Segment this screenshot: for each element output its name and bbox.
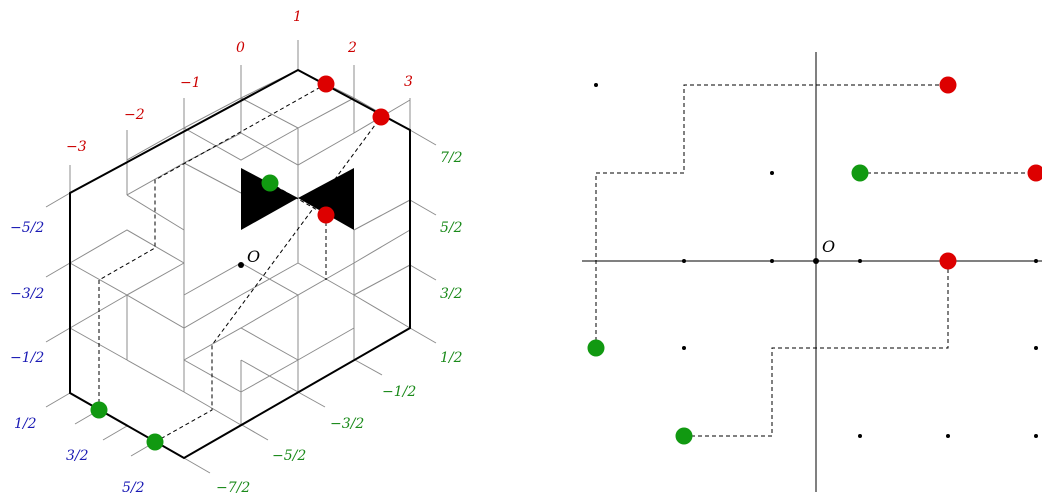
right-origin-label: O [822,237,835,256]
right-green-dots [588,165,869,445]
lattice-path-figure: O [582,52,1042,492]
origin-point [238,262,244,268]
green-label: 3/2 [440,286,463,302]
green-label: 1/2 [440,350,463,366]
green-label: −3/2 [330,416,364,432]
red-label: −1 [180,75,201,91]
red-label: 1 [293,9,302,25]
green-label: −7/2 [216,480,250,496]
blue-label: 5/2 [122,480,145,496]
green-axis-ticks [184,130,436,473]
blue-label: −1/2 [10,350,44,366]
lozenge-tiling-figure: O −3 −2 −1 0 1 2 3 7/2 5/2 3/2 1/2 [10,9,463,496]
right-origin-point [813,258,819,264]
blue-label: −3/2 [10,286,44,302]
red-label: −3 [66,139,87,155]
red-label: 2 [347,40,357,56]
green-label: −5/2 [272,448,306,464]
green-label: 5/2 [440,220,463,236]
red-axis-ticks [70,40,410,193]
red-label: 0 [236,40,245,56]
blue-label: 3/2 [66,448,89,464]
red-label: 3 [404,74,413,90]
tiling-edges [70,70,410,425]
blue-label: −5/2 [10,220,44,236]
origin-label: O [247,247,260,266]
blue-label: 1/2 [14,416,37,432]
green-label: 7/2 [440,150,463,166]
red-label: −2 [124,107,145,123]
green-label: −1/2 [382,384,416,400]
